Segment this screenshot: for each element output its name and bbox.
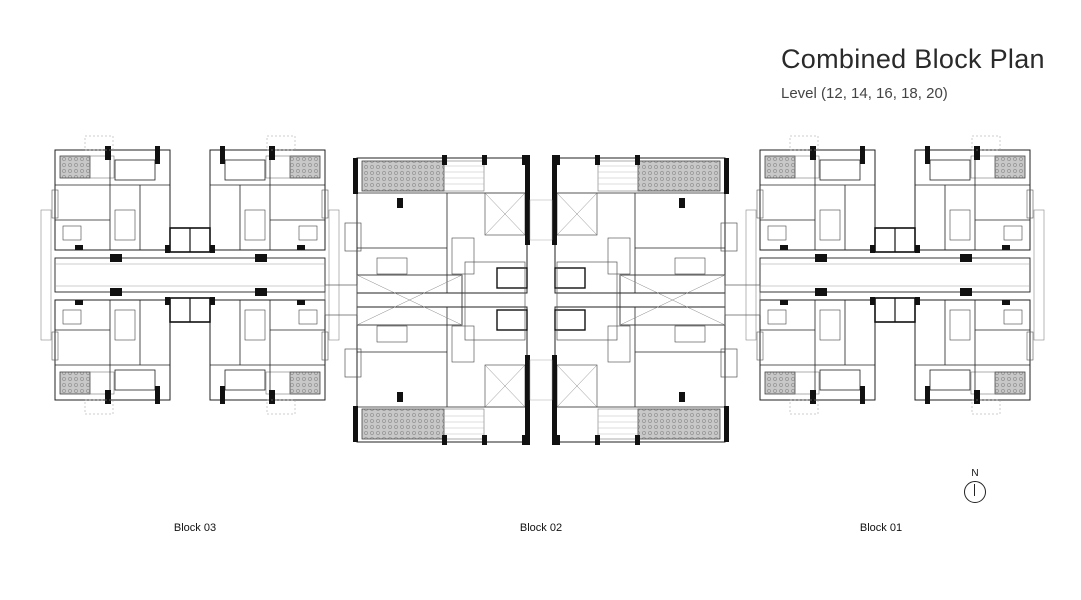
plan-title: Combined Block Plan	[781, 44, 1045, 74]
compass-needle	[974, 484, 975, 496]
block-02-label: Block 02	[519, 522, 563, 534]
plan-level-subtitle: Level (12, 14, 16, 18, 20)	[781, 85, 948, 102]
compass-ring	[964, 481, 986, 503]
north-arrow-icon: N	[960, 468, 990, 508]
block-01-plan	[746, 136, 1044, 414]
block-03-plan	[41, 136, 339, 414]
block-01-label: Block 01	[859, 522, 903, 534]
block-03-label: Block 03	[173, 522, 217, 534]
north-label: N	[971, 468, 979, 479]
block-02-plan	[324, 154, 761, 446]
